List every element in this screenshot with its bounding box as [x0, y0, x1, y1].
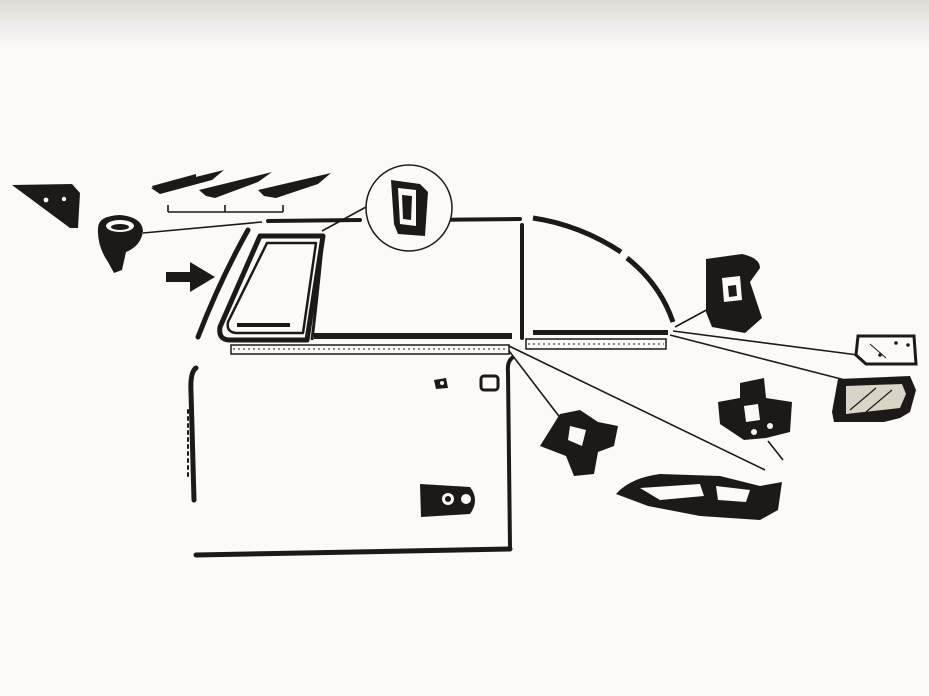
quarter-glass-small: [854, 334, 918, 366]
door-lock-striker: [420, 484, 475, 517]
door-handle-cutout: [479, 374, 500, 392]
vent-window-frame: [217, 233, 326, 343]
direction-arrow: [166, 262, 215, 292]
window-regulator-bracket: [540, 410, 618, 476]
leader-lines: [142, 205, 859, 471]
door-outer-panel-seal: [187, 356, 514, 558]
door-lock-cutout: [434, 378, 448, 389]
vent-seal-strip-3: [258, 173, 331, 198]
belt-molding-front: [230, 344, 510, 355]
belt-weatherstrip-rear: [525, 330, 668, 350]
top-shade: [0, 0, 929, 48]
belt-weatherstrip-front: [314, 333, 512, 339]
vent-seal-strip-2: [199, 172, 272, 198]
corner-window-gasket: [12, 184, 80, 228]
door-panel-inner-trim: [616, 474, 782, 520]
door-pull-knob: [97, 215, 143, 273]
vent-seal-strip-1: [151, 170, 224, 194]
door-top-seal: [195, 217, 524, 340]
rear-window-latch-bracket: [706, 254, 762, 333]
detail-callout-clip: [365, 164, 453, 252]
hinge-bracket: [718, 378, 792, 440]
quarter-glass-large: [832, 376, 916, 422]
quarter-window-seal: [532, 215, 676, 323]
